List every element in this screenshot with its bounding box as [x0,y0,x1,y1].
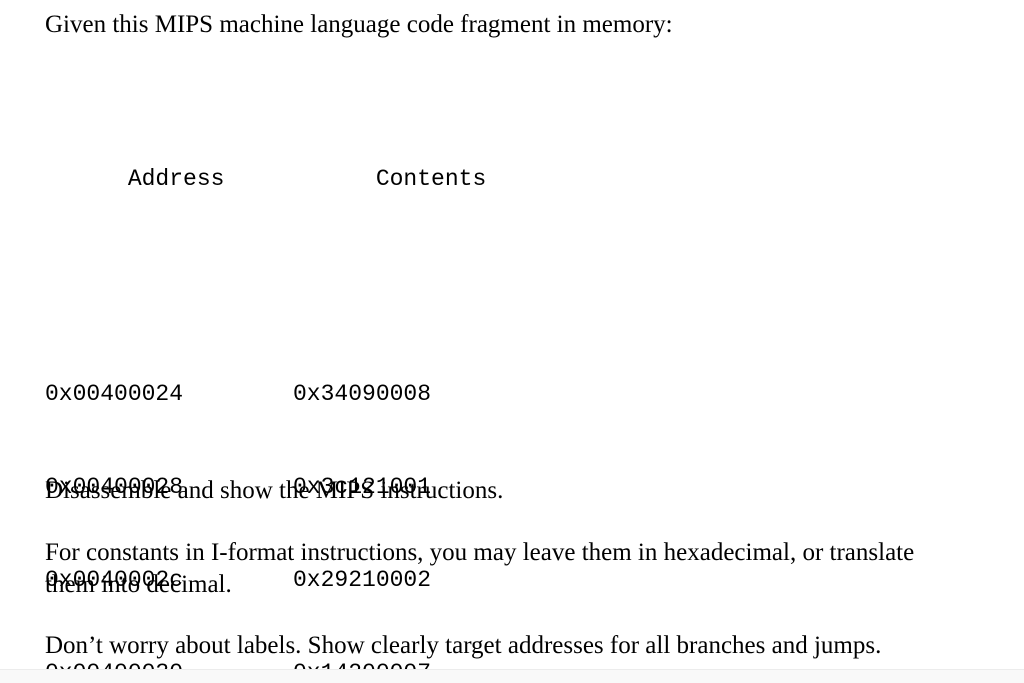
instruction-constants-line1: For constants in I-format instructions, … [45,539,915,566]
memory-table-header: Address Contents [45,133,486,226]
instruction-constants: For constants in I-format instructions, … [45,537,914,601]
table-row: 0x00400028 0x3c121001 [45,472,486,503]
row-contents: 0x29210002 [293,567,432,593]
row-contents: 0x34090008 [293,381,432,407]
table-row: 0x0040002c 0x29210002 [45,565,486,596]
instruction-disassemble: Disassemble and show the MIPS instructio… [45,477,504,504]
row-address: 0x00400028 [45,474,184,500]
instruction-labels: Don’t worry about labels. Show clearly t… [45,632,882,659]
page-bottom-edge [0,669,1024,683]
question-intro: Given this MIPS machine language code fr… [45,11,673,38]
address-column-header: Address [127,166,225,192]
memory-table-rows: 0x00400024 0x34090008 0x00400028 0x3c12100… [45,317,486,683]
memory-table: Address Contents 0x00400024 0x34090008 0x0… [45,71,486,683]
contents-column-header: Contents [375,166,487,192]
row-address: 0x00400024 [45,381,184,407]
instruction-constants-line2: them into decimal. [45,571,232,598]
row-address: 0x0040002c [45,567,184,593]
row-contents: 0x3c121001 [293,474,432,500]
table-row: 0x00400024 0x34090008 [45,379,486,410]
